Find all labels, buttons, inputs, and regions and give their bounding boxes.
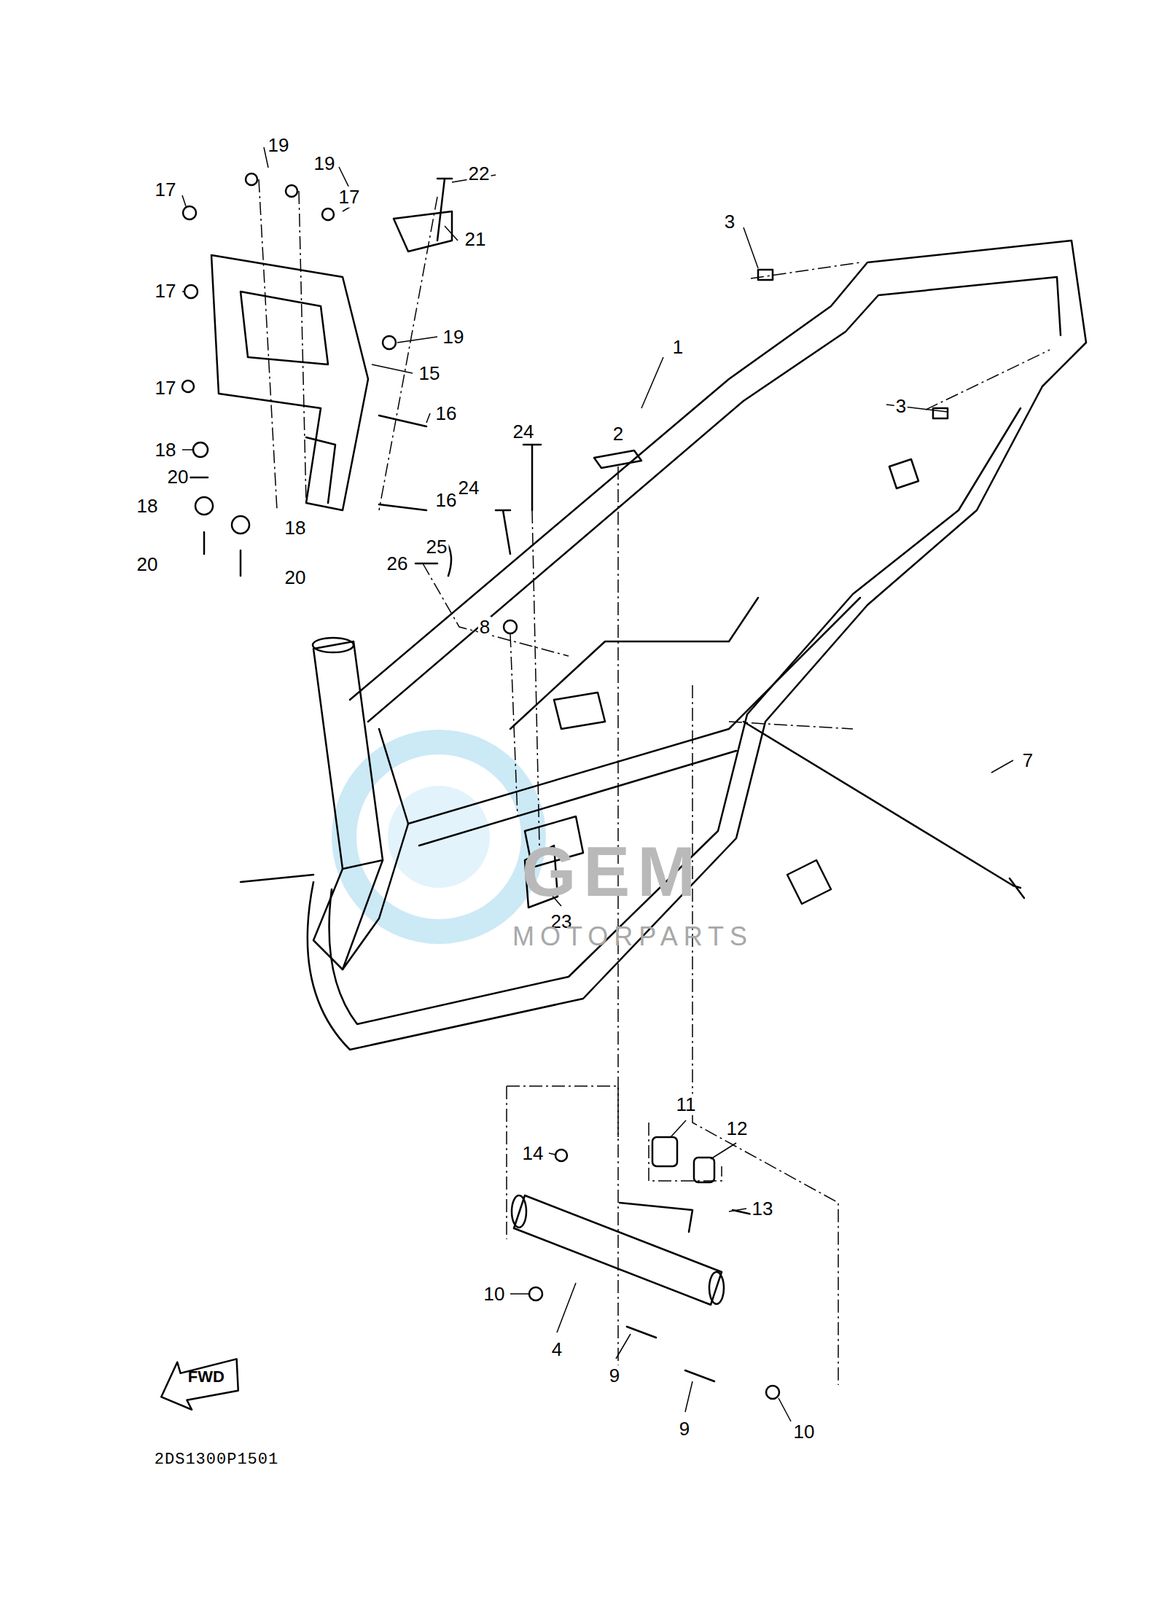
callout-number: 7 [1021, 750, 1035, 772]
callout-number: 14 [521, 1142, 546, 1165]
callout-number: 25 [424, 536, 450, 558]
callout-number: 17 [153, 179, 178, 201]
callout-number: 26 [385, 553, 410, 575]
callout-number: 9 [677, 1418, 692, 1440]
callout-number: 22 [467, 163, 492, 185]
callout-number: 12 [725, 1118, 750, 1140]
callout-number: 2 [611, 423, 625, 445]
arrow-label: FWD [188, 1367, 225, 1387]
callout-number: 20 [166, 466, 191, 488]
callout-number: 13 [750, 1198, 775, 1220]
callout-number: 19 [312, 153, 337, 175]
callout-number: 16 [434, 489, 459, 511]
callout-number: 17 [337, 186, 362, 208]
callout-number: 17 [153, 280, 178, 302]
watermark-logo [344, 742, 534, 932]
callout-number: 18 [283, 517, 308, 539]
callout-number: 1 [671, 336, 685, 358]
callout-number: 10 [482, 1283, 507, 1305]
callout-number: 18 [135, 495, 160, 517]
watermark-text: GEM [520, 833, 705, 911]
callout-number: 3 [723, 211, 737, 233]
callout-number: 20 [135, 553, 160, 576]
callout-number: 3 [894, 395, 908, 417]
callout-number: 18 [153, 439, 178, 461]
callout-number: 11 [674, 1094, 698, 1116]
callout-number: 20 [283, 567, 308, 589]
callout-number: 4 [550, 1339, 564, 1361]
callout-number: 17 [153, 377, 178, 399]
callout-number: 15 [417, 363, 442, 385]
callout-number: 24 [457, 477, 482, 499]
direction-arrow: FWD [159, 1355, 240, 1412]
callout-number: 21 [463, 228, 488, 251]
callout-number: 19 [266, 134, 291, 156]
callout-number: 16 [434, 403, 459, 425]
callout-number: 10 [792, 1421, 817, 1443]
callout-number: 19 [441, 326, 466, 348]
watermark-text: MOTORPARTS [510, 922, 755, 952]
callout-number: 9 [607, 1365, 622, 1387]
diagram-code: 2DS1300P1501 [153, 1451, 280, 1469]
callout-number: 24 [511, 421, 536, 443]
callout-number: 8 [478, 616, 492, 638]
